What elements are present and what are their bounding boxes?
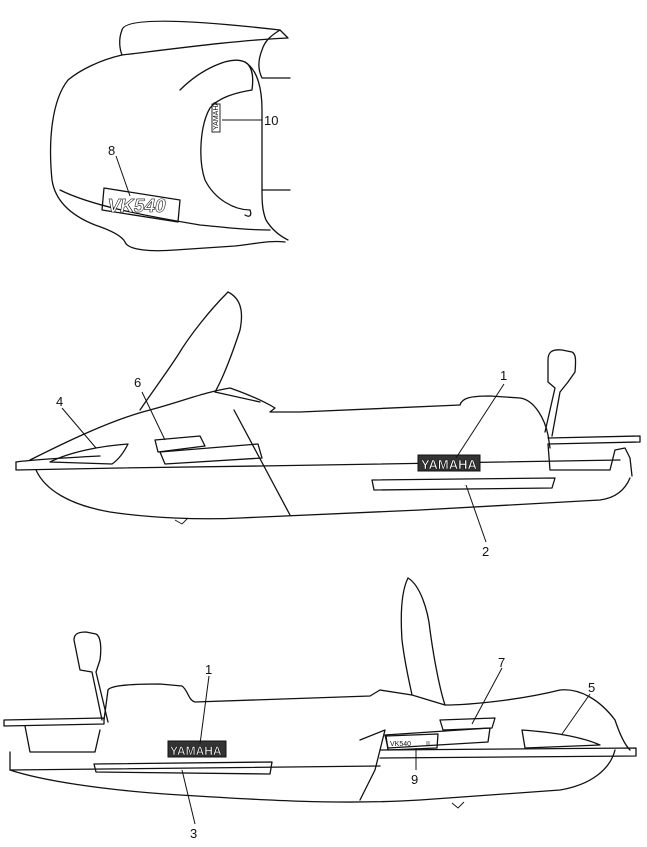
svg-text:YAMAHA: YAMAHA: [170, 744, 222, 758]
hood-front-view: YAMAHA VK540: [49, 20, 291, 252]
side-left-brand-decal: YAMAHA: [417, 454, 481, 472]
callout-5: 5: [588, 680, 595, 695]
callout-7: 7: [498, 655, 505, 670]
side-view-left: YAMAHA: [15, 291, 641, 525]
svg-text:YAMAHA: YAMAHA: [421, 457, 477, 472]
callout-6: 6: [134, 375, 141, 390]
callout-9: 9: [411, 772, 418, 787]
callout-10: 10: [264, 113, 278, 128]
side-right-model-decal: VK540 II: [385, 733, 439, 751]
callout-4: 4: [56, 394, 63, 409]
svg-text:VK540: VK540: [390, 741, 411, 748]
callouts: 10 8 6 4 1 2 1 7 5 9 3: [56, 113, 595, 841]
side-view-right: YAMAHA VK540 II: [3, 577, 637, 809]
callout-1-right: 1: [205, 662, 212, 677]
callout-8: 8: [108, 143, 115, 158]
hood-yamaha-decal: YAMAHA: [213, 101, 220, 130]
svg-text:VK540: VK540: [106, 196, 168, 217]
callout-3: 3: [190, 826, 197, 841]
svg-text:II: II: [426, 741, 430, 748]
callout-1-left: 1: [500, 368, 507, 383]
callout-2: 2: [482, 544, 489, 559]
hood-model-decal: VK540: [101, 187, 181, 223]
side-right-brand-decal: YAMAHA: [167, 740, 227, 758]
